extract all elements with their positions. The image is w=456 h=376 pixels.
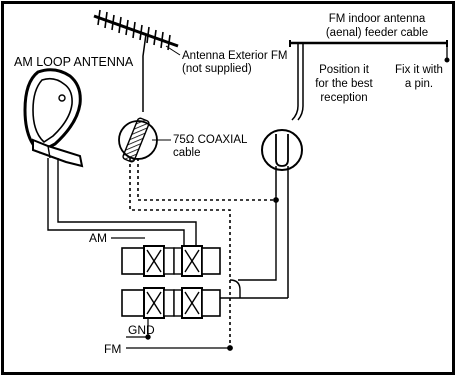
terminal-fm-label: FM [104, 342, 121, 356]
exterior-fm-label-line2: (not supplied) [182, 63, 252, 75]
am-loop-antenna-label: AM LOOP ANTENNA [14, 55, 134, 69]
position-label-line3: reception [320, 92, 367, 104]
terminal-am-2 [173, 245, 221, 277]
terminal-fm [173, 287, 221, 319]
terminal-am-label: AM [89, 231, 107, 245]
coaxial-label-line1: 75Ω COAXIAL [173, 134, 248, 146]
exterior-fm-antenna [93, 9, 181, 112]
wiring [47, 158, 288, 351]
fm-plug [261, 129, 303, 298]
coaxial-label-line2: cable [173, 147, 201, 159]
position-label-line2: for the best [315, 78, 373, 90]
fix-label-line1: Fix it with [395, 64, 443, 76]
fm-indoor-label-line2: (aenal) feeder cable [326, 27, 428, 39]
terminal-gnd-label: GND [128, 323, 155, 337]
fix-label-line2: a pin. [405, 78, 433, 90]
terminal-am-1 [121, 245, 175, 277]
fm-indoor-antenna [289, 40, 450, 121]
terminal-fm-gnd [121, 287, 175, 319]
terminal-block [121, 245, 221, 319]
coaxial-connector [118, 117, 171, 163]
exterior-fm-label-line1: Antenna Exterior FM [182, 50, 287, 62]
fm-indoor-label-line1: FM indoor antenna [329, 13, 426, 25]
position-label-line1: Position it [319, 64, 370, 76]
am-loop-antenna [23, 68, 84, 168]
